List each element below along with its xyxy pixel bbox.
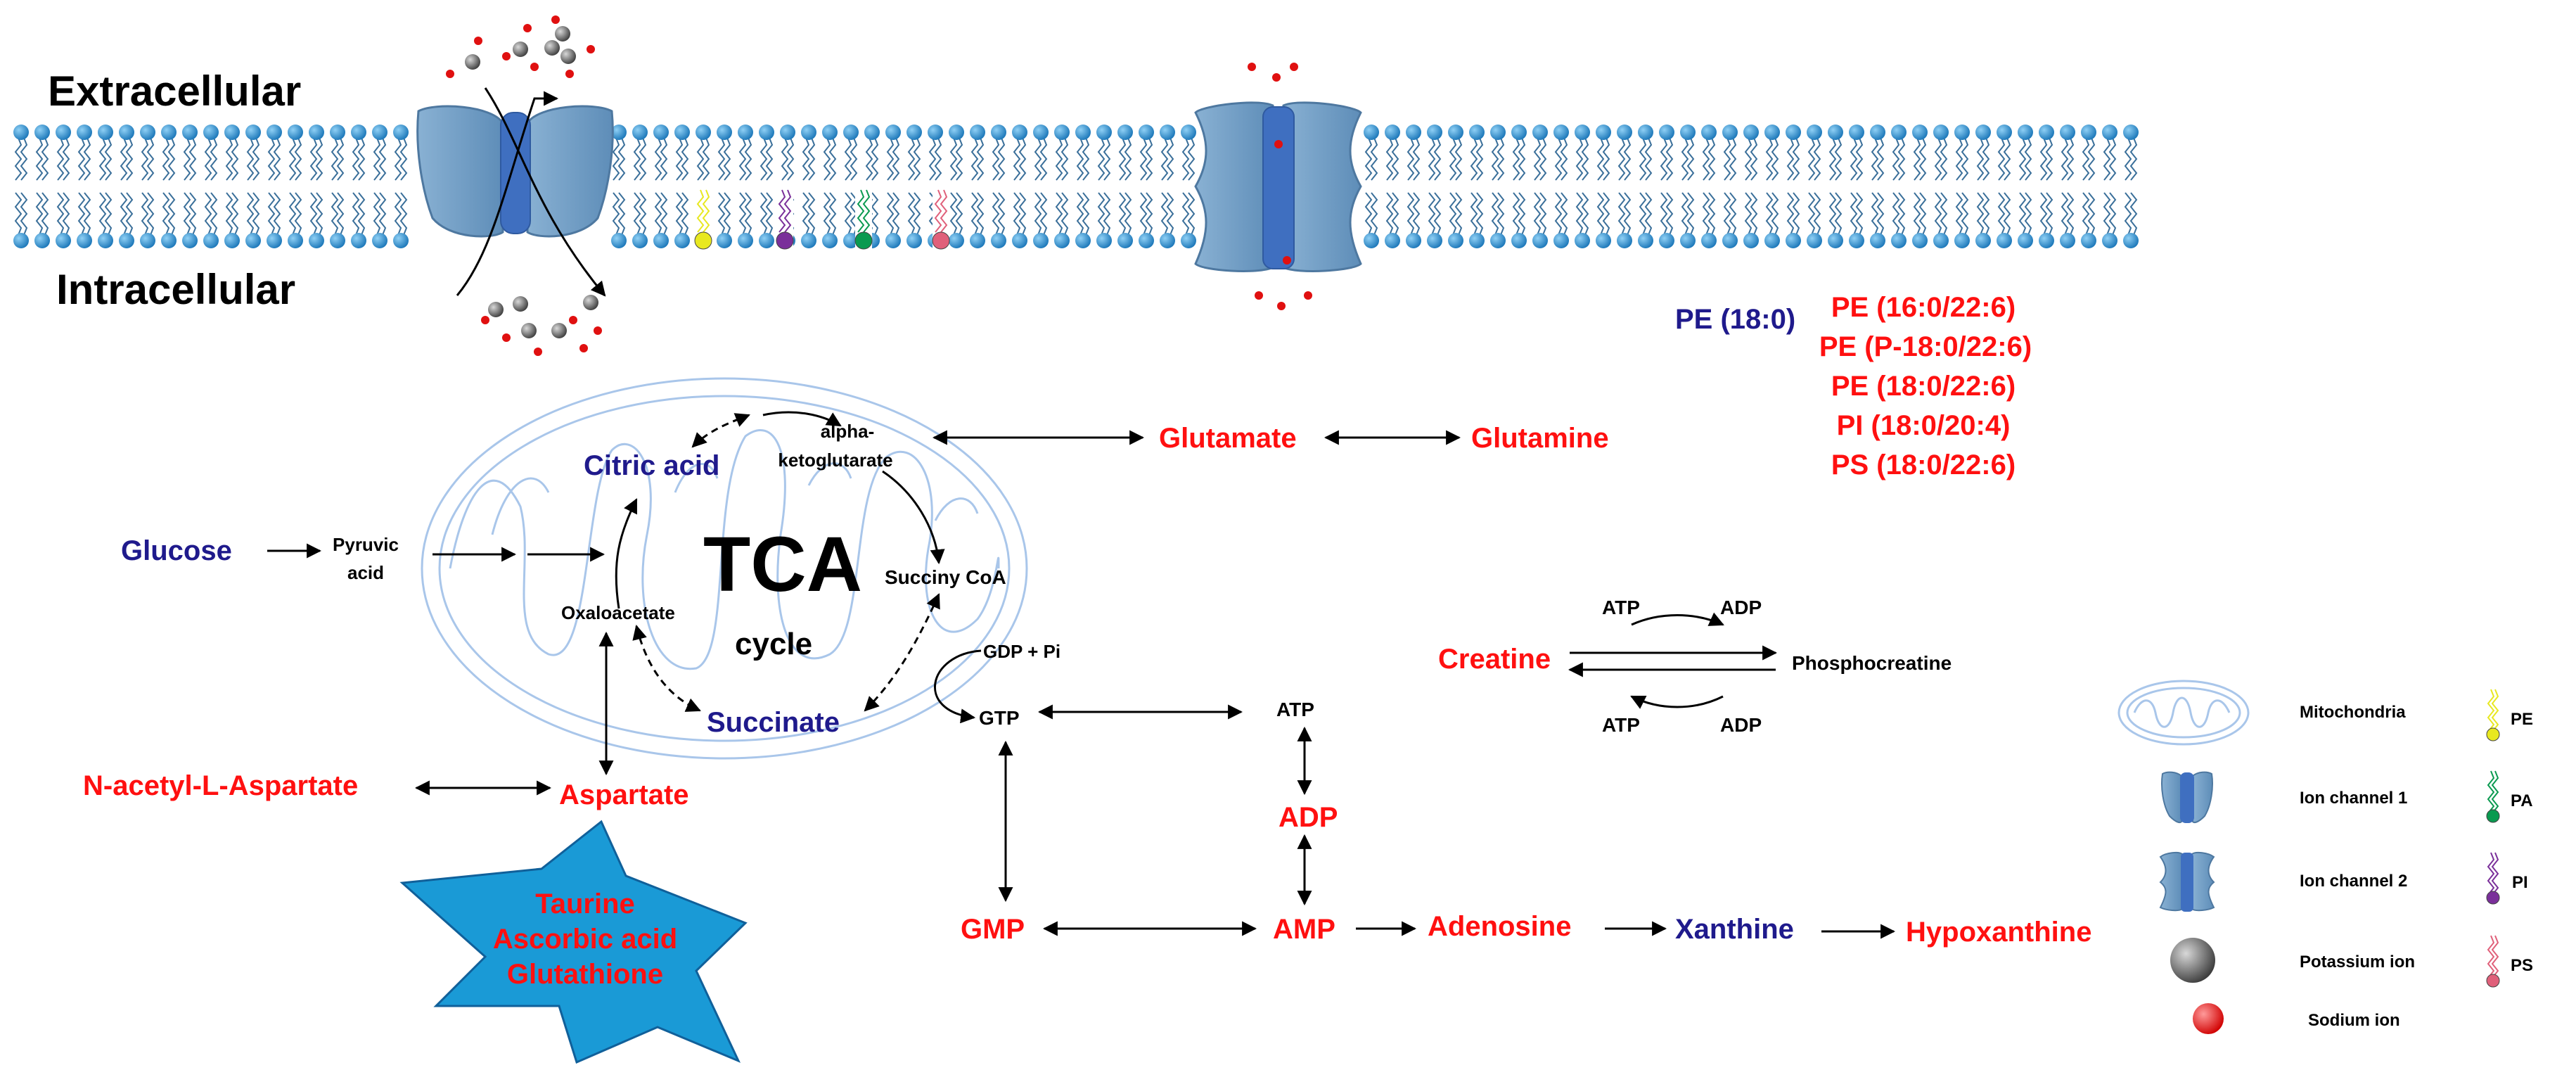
glycolysis-arrows [267,543,605,562]
glutamine-label: Glutamine [1471,423,1609,454]
atp-mid-label: ATP [1276,699,1314,720]
gmp-label: GMP [961,914,1025,945]
xanthine-label: Xanthine [1675,914,1794,945]
legend-pe-label: PE [2511,710,2533,729]
legend-ion-channel-1-label: Ion channel 1 [2300,789,2407,808]
amp-label: AMP [1273,914,1335,945]
creatine-adp-bottom: ADP [1720,714,1762,736]
hypoxanthine-label: Hypoxanthine [1906,917,2091,948]
creatine-atp-top: ATP [1602,597,1640,618]
legend-pe-icon [2486,689,2500,741]
ascorbic-acid-label: Ascorbic acid [493,924,677,955]
adp-mid-label: ADP [1279,802,1338,833]
alpha-label-line1: alpha- [821,421,875,442]
legend-pi-label: PI [2512,873,2528,892]
extracellular-label: Extracellular [48,68,301,115]
creatine-adp-top: ADP [1720,597,1762,618]
gdp-pi-label: GDP + Pi [983,641,1060,662]
ion-channel-1 [416,87,614,297]
gtp-label: GTP [979,707,1020,729]
taurine-label: Taurine [535,889,635,919]
tca-cycle-label: cycle [735,627,812,661]
intracellular-label: Intracellular [56,266,295,313]
antioxidant-star [399,820,748,1064]
legend-ion-channel-2-label: Ion channel 2 [2300,872,2407,891]
glutathione-label: Glutathione [507,959,663,990]
ion-channel-2 [1194,101,1362,272]
pyruvic-label-line2: acid [347,562,384,583]
glucose-label: Glucose [121,535,232,566]
ions [446,15,1312,356]
creatine-atp-bottom: ATP [1602,714,1640,736]
legend: Mitochondria Ion channel 1 Ion channel 2… [2117,680,2533,1034]
legend-sodium-label: Sodium ion [2308,1011,2400,1030]
legend-ion-channel-1-icon [2161,771,2213,823]
n-acetyl-aspartate-label: N-acetyl-L-Aspartate [83,770,358,801]
legend-pa-label: PA [2511,791,2533,810]
glutamate-label: Glutamate [1159,423,1297,454]
lipid-list-item: PE (16:0/22:6) [1831,292,2016,323]
legend-ps-label: PS [2511,956,2533,975]
alpha-label-line2: ketoglutarate [778,450,892,471]
legend-sodium-icon [2193,1003,2224,1034]
tca-title: TCA [703,521,862,608]
legend-mitochondria-label: Mitochondria [2300,703,2406,722]
succinyl-coa-label: Succiny CoA [885,566,1006,588]
legend-ion-channel-2-icon [2159,851,2215,912]
highlighted-lipids [694,186,950,250]
cell-membrane [13,125,2139,248]
pyruvic-label-line1: Pyruvic [333,534,399,555]
legend-ps-icon [2486,935,2500,988]
aspartate-label: Aspartate [559,779,689,810]
aspartate-arrows [414,631,614,796]
lipid-list-item: PS (18:0/22:6) [1831,450,2016,480]
creatine-label: Creatine [1438,644,1551,675]
legend-pa-icon [2486,770,2500,823]
citric-acid-label: Citric acid [584,450,719,481]
purine-arrows [998,704,1896,939]
succinate-label: Succinate [707,707,840,738]
pe-18-0-label: PE (18:0) [1675,304,1795,335]
tca-arrows [615,411,982,724]
legend-potassium-label: Potassium ion [2300,953,2415,972]
legend-mitochondria-icon [2117,680,2250,746]
phosphocreatine-label: Phosphocreatine [1792,652,1952,674]
mitochondrion [421,377,1028,760]
creatine-arrows [1568,612,1778,709]
legend-potassium-icon [2170,938,2215,983]
adenosine-label: Adenosine [1428,911,1571,942]
lipid-list-item: PE (18:0/22:6) [1831,371,2016,402]
lipid-list-item: PI (18:0/20:4) [1837,410,2011,441]
lipid-list-item: PE (P-18:0/22:6) [1819,331,2032,362]
legend-pi-icon [2486,852,2500,905]
